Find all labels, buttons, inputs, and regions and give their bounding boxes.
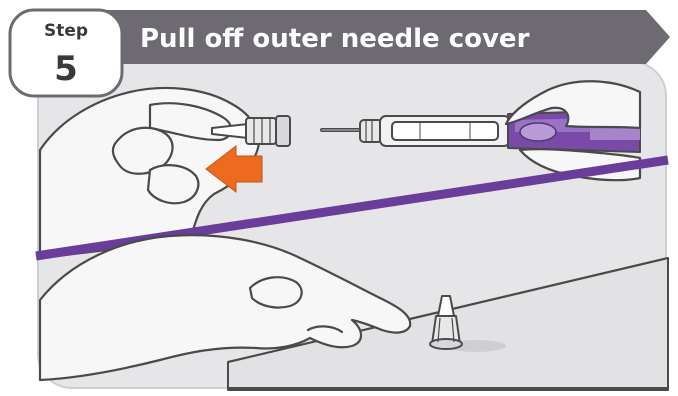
- step-label: Step: [44, 21, 88, 41]
- page-title: Pull off outer needle cover: [140, 24, 530, 54]
- step-number: 5: [54, 49, 78, 89]
